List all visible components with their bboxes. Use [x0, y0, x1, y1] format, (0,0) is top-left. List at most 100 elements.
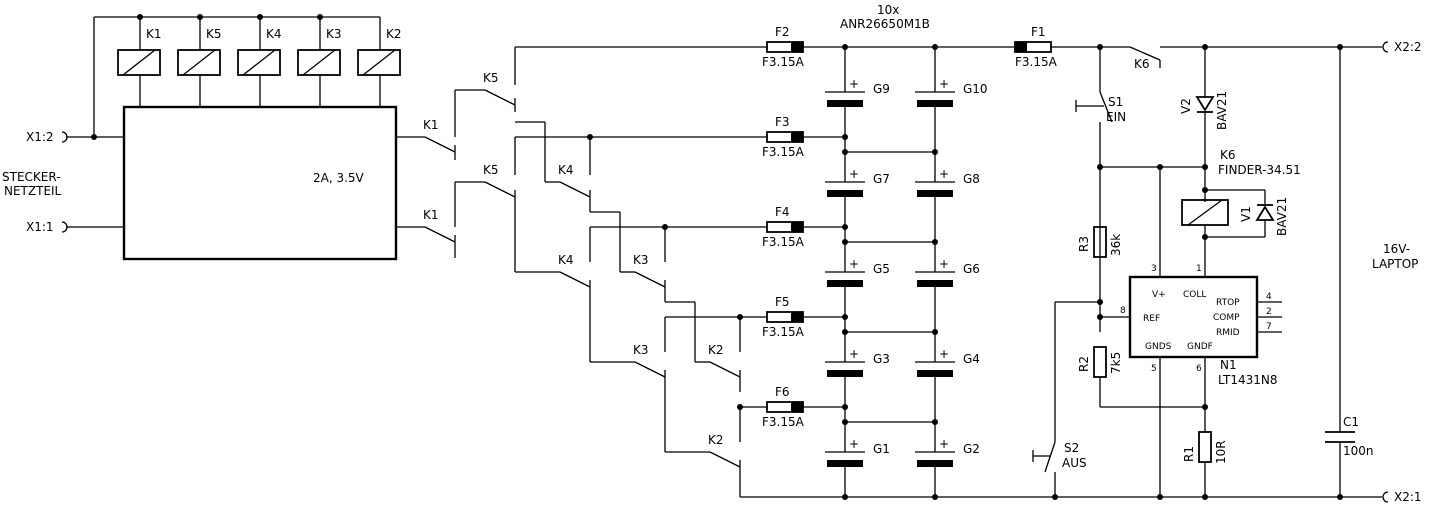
resistor-r3-value: 36k	[1109, 234, 1123, 256]
coil-label-k4: K4	[266, 27, 282, 41]
cell-g8: G8	[963, 172, 980, 186]
fuse-f4-name: F4	[775, 205, 790, 219]
switch-s2-label: AUS	[1062, 456, 1087, 470]
fuse-f2-value: F3.15A	[762, 55, 805, 69]
fuse-f3-name: F3	[775, 115, 790, 129]
contact-label-k1a: K1	[423, 118, 439, 132]
ic-pin-comp: COMP	[1213, 313, 1240, 323]
contact-label-k1b: K1	[423, 208, 439, 222]
relay-coils	[117, 14, 401, 107]
ic-pin-coll: COLL	[1183, 290, 1206, 300]
terminal-x1-1: X1:1	[26, 220, 54, 234]
switch-s2-name: S2	[1064, 441, 1079, 455]
capacitor-c1-value: 100n	[1343, 444, 1374, 458]
diode-v1-name: V1	[1239, 206, 1253, 222]
contact-label-k2b: K2	[708, 433, 724, 447]
fuse-f1-value: F3.15A	[1015, 55, 1058, 69]
cell-g6: G6	[963, 262, 980, 276]
diode-v2-part: BAV21	[1215, 91, 1229, 130]
cell-plus-g6: +	[939, 257, 949, 271]
input-terminals	[61, 131, 68, 233]
cell-g1: G1	[873, 442, 890, 456]
fuse-f2-name: F2	[775, 25, 790, 39]
ic-pin-num-7: 7	[1266, 322, 1272, 332]
coil-label-k2: K2	[386, 27, 402, 41]
relay-contacts	[396, 47, 741, 497]
capacitor-c1-name: C1	[1343, 415, 1359, 429]
ic-pin-gnds: GNDS	[1145, 342, 1172, 352]
contact-label-k5b: K5	[483, 163, 499, 177]
cell-g9: G9	[873, 82, 890, 96]
resistor-r1-name: R1	[1182, 446, 1196, 462]
resistor-r2-value: 7k5	[1109, 352, 1123, 374]
switch-s1-label: EIN	[1106, 110, 1126, 124]
ic-pin-rtop: RTOP	[1216, 298, 1240, 308]
terminal-x1-2: X1:2	[26, 130, 54, 144]
labels: X1:2 X1:1 X2:2 X2:1 STECKER- NETZTEIL 2A…	[2, 3, 1422, 504]
contact-label-k5a: K5	[483, 71, 499, 85]
cell-g2: G2	[963, 442, 980, 456]
battery-cells	[825, 47, 955, 497]
ic-pin-num-6: 6	[1196, 364, 1202, 374]
battery-count: 10x	[877, 3, 899, 17]
resistor-r1-value: 10R	[1214, 440, 1228, 464]
battery-part: ANR26650M1B	[840, 17, 930, 31]
fuse-f6-name: F6	[775, 385, 790, 399]
power-supply-block	[66, 16, 398, 261]
supply-name-line1: STECKER-	[2, 170, 61, 184]
contact-label-k3b: K3	[633, 343, 649, 357]
coil-label-k3: K3	[326, 27, 342, 41]
cell-plus-g2: +	[939, 437, 949, 451]
contact-label-k6: K6	[1134, 57, 1150, 71]
diode-v2-name: V2	[1179, 98, 1193, 114]
fuse-f5-name: F5	[775, 295, 790, 309]
cell-plus-g4: +	[939, 347, 949, 361]
ic-pin-vplus: V+	[1152, 290, 1166, 300]
diode-v1-part: BAV21	[1275, 197, 1289, 236]
ic-name: N1	[1220, 358, 1237, 372]
cell-g7: G7	[873, 172, 890, 186]
ic-pin-num-2: 2	[1266, 307, 1272, 317]
cell-plus-g7: +	[849, 167, 859, 181]
ic-pin-num-5: 5	[1151, 364, 1157, 374]
fuse-f5-value: F3.15A	[762, 325, 805, 339]
contact-label-k4a: K4	[558, 163, 574, 177]
ic-pin-num-3: 3	[1151, 264, 1157, 274]
ic-pin-gndf: GNDF	[1187, 342, 1213, 352]
relay-k6-name: K6	[1220, 148, 1236, 162]
terminal-x2-2: X2:2	[1394, 40, 1422, 54]
cell-g5: G5	[873, 262, 890, 276]
cell-plus-g1: +	[849, 437, 859, 451]
cell-plus-g10: +	[939, 77, 949, 91]
load-line1: 16V-	[1383, 242, 1410, 256]
fuse-f1-name: F1	[1031, 25, 1046, 39]
coil-label-k1: K1	[146, 27, 162, 41]
ic-pin-num-4: 4	[1266, 292, 1272, 302]
cell-plus-g3: +	[849, 347, 859, 361]
fuse-f3-value: F3.15A	[762, 145, 805, 159]
contact-label-k4b: K4	[558, 253, 574, 267]
cell-plus-g9: +	[849, 77, 859, 91]
cell-plus-g8: +	[939, 167, 949, 181]
coil-label-k5: K5	[206, 27, 222, 41]
relay-k6-part: FINDER-34.51	[1218, 163, 1301, 177]
cell-g3: G3	[873, 352, 890, 366]
supply-name-line2: NETZTEIL	[4, 184, 62, 198]
contact-label-k3a: K3	[633, 253, 649, 267]
switch-s1-name: S1	[1108, 95, 1123, 109]
fuse-f6-value: F3.15A	[762, 415, 805, 429]
contact-label-k2a: K2	[708, 343, 724, 357]
resistor-r2-name: R2	[1077, 356, 1091, 372]
resistor-r3-name: R3	[1077, 236, 1091, 252]
ic-pin-num-1: 1	[1196, 264, 1202, 274]
ic-part: LT1431N8	[1218, 373, 1278, 387]
control-circuit	[1032, 47, 1282, 497]
load-line2: LAPTOP	[1372, 257, 1418, 271]
ic-pin-ref: REF	[1143, 314, 1160, 324]
fuse-f4-value: F3.15A	[762, 235, 805, 249]
terminal-x2-1: X2:1	[1394, 490, 1422, 504]
cell-plus-g5: +	[849, 257, 859, 271]
cell-g10: G10	[963, 82, 988, 96]
ic-pin-rmid: RMID	[1216, 328, 1240, 338]
